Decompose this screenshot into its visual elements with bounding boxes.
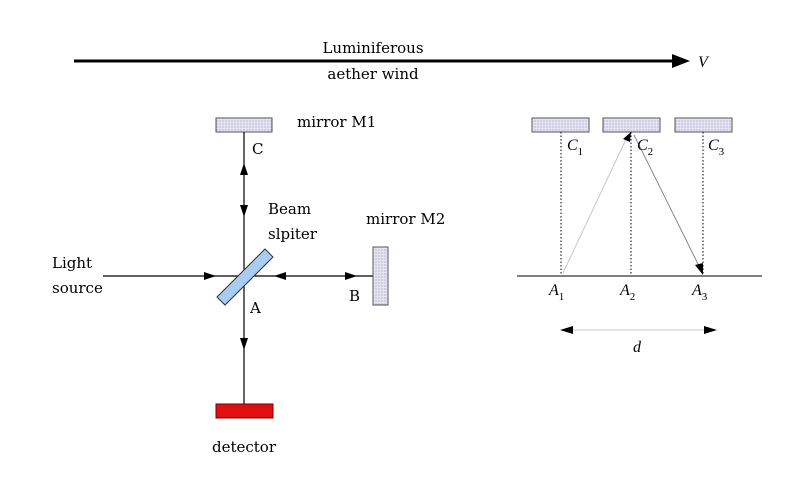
point-b-label: B	[349, 287, 360, 305]
arrow-down-to-splitter	[240, 205, 248, 217]
mirror-m1	[215, 117, 273, 133]
mirror-m2-label: mirror M2	[366, 210, 445, 228]
point-a-label: A	[249, 299, 261, 317]
velocity-label: V	[698, 54, 710, 71]
arrow-right-to-m2	[345, 272, 357, 280]
light-source-label-line1: Light	[52, 254, 92, 272]
distance-arrowhead-left	[560, 326, 573, 334]
a3-label: A3	[691, 282, 708, 303]
mirror-c2	[602, 117, 661, 133]
a1-label: A1	[548, 282, 564, 303]
c1-label: C1	[567, 137, 583, 158]
c3-label: C3	[708, 137, 725, 158]
detector	[215, 403, 274, 419]
mirror-m2	[372, 246, 389, 306]
beam-splitter	[216, 248, 274, 306]
wind-label-line2: aether wind	[327, 65, 419, 83]
point-c-label: C	[252, 140, 263, 158]
a2-label: A2	[619, 282, 635, 303]
light-path-down-arrowhead	[695, 263, 703, 275]
beam-splitter-label-line1: Beam	[268, 200, 311, 218]
interferometer: mirror M1 C Beam slpiter mirror M2 Light…	[52, 113, 445, 456]
distance-label: d	[633, 339, 642, 356]
light-path-up-arrowhead	[623, 132, 631, 142]
c2-label: C2	[637, 137, 653, 158]
arrow-from-source	[204, 272, 216, 280]
moving-frame-diagram: C1 C2 C3 A1 A2 A3 d	[517, 117, 762, 356]
aether-wind-arrowhead	[672, 54, 690, 68]
mirror-m1-label: mirror M1	[297, 113, 376, 131]
arrow-down-to-detector	[240, 338, 248, 350]
light-source-label-line2: source	[52, 279, 103, 297]
aether-wind: Luminiferous aether wind V	[74, 39, 710, 83]
detector-label: detector	[212, 438, 277, 456]
wind-label-line1: Luminiferous	[322, 39, 423, 57]
beam-splitter-label-line2: slpiter	[268, 225, 318, 243]
mirror-c1	[531, 117, 590, 133]
mirror-c3	[674, 117, 733, 133]
light-path-down	[633, 134, 701, 269]
light-path-up	[562, 134, 629, 274]
arrow-up-to-m1	[240, 163, 248, 175]
distance-arrowhead-right	[704, 326, 717, 334]
arrow-left-to-splitter	[274, 272, 286, 280]
